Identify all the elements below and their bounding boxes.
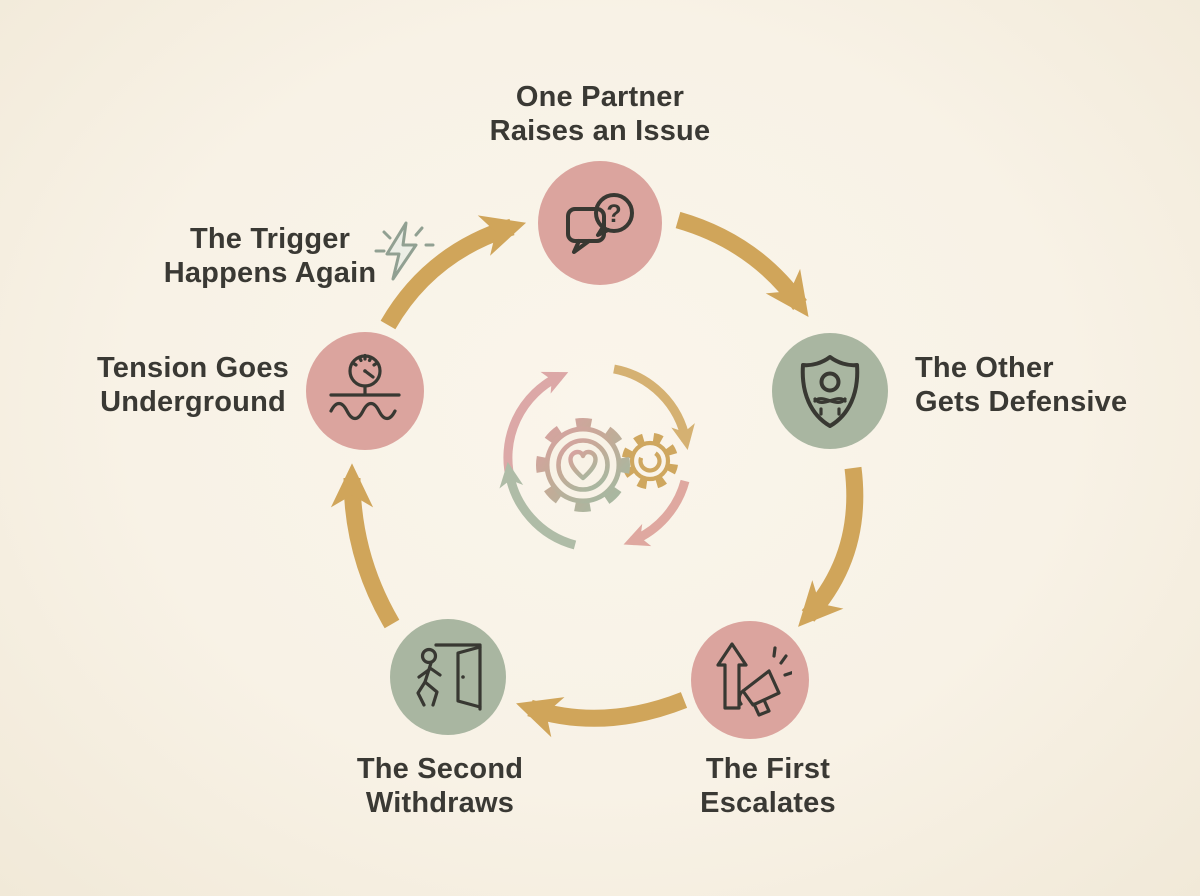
- step-label-first-escalates: The First Escalates: [636, 752, 900, 820]
- step-label-line: Happens Again: [163, 257, 377, 289]
- step-label-line: The First: [705, 753, 831, 785]
- arrow-defensive-to-escalates: [798, 466, 864, 627]
- arrow-trigger-to-raise: [380, 215, 527, 330]
- exit-door-icon: [416, 643, 482, 711]
- step-label-raise-issue: One Partner Raises an Issue: [420, 80, 780, 148]
- step-label-tension-underground: Tension Goes Underground: [63, 351, 323, 419]
- step-circle-gets-defensive: [772, 333, 888, 449]
- gears-heart-cycle-icon: [499, 364, 695, 550]
- lightning-icon: [374, 221, 435, 281]
- step-label-line: Withdraws: [365, 787, 515, 819]
- small-gear-icon: [621, 432, 679, 490]
- shield-person-icon: [800, 355, 860, 428]
- escalation-megaphone-icon: [716, 642, 792, 717]
- step-label-trigger-again: The Trigger Happens Again: [140, 222, 400, 290]
- step-circle-raise-issue: ?: [538, 161, 662, 285]
- step-label-line: Tension Goes: [96, 352, 289, 384]
- step-circle-first-escalates: [691, 621, 809, 739]
- step-circle-tension-underground: [306, 332, 424, 450]
- step-label-line: One Partner: [515, 81, 685, 113]
- step-label-gets-defensive: The Other Gets Defensive: [915, 351, 1185, 419]
- arrow-raise-to-defensive: [675, 211, 809, 317]
- step-label-line: Gets Defensive: [915, 386, 1128, 418]
- chat-question-icon: ?: [566, 193, 634, 254]
- pressure-gauge-icon: [329, 353, 401, 421]
- step-label-line: The Second: [356, 753, 524, 785]
- arrow-escalates-to-withdraws: [516, 692, 688, 738]
- center-cycle-arrows: [499, 364, 695, 550]
- svg-text:?: ?: [606, 200, 621, 228]
- step-label-line: Raises an Issue: [489, 115, 711, 147]
- heart-gear-icon: [536, 418, 630, 512]
- step-label-line: The Trigger: [189, 223, 351, 255]
- step-label-line: Underground: [100, 386, 286, 418]
- step-label-line: Escalates: [700, 787, 836, 819]
- step-circle-second-withdraws: [390, 619, 506, 735]
- step-label-line: The Other: [915, 352, 1054, 384]
- step-label-second-withdraws: The Second Withdraws: [308, 752, 572, 820]
- arrow-withdraws-to-underground: [330, 463, 400, 629]
- heart-icon: [568, 449, 598, 481]
